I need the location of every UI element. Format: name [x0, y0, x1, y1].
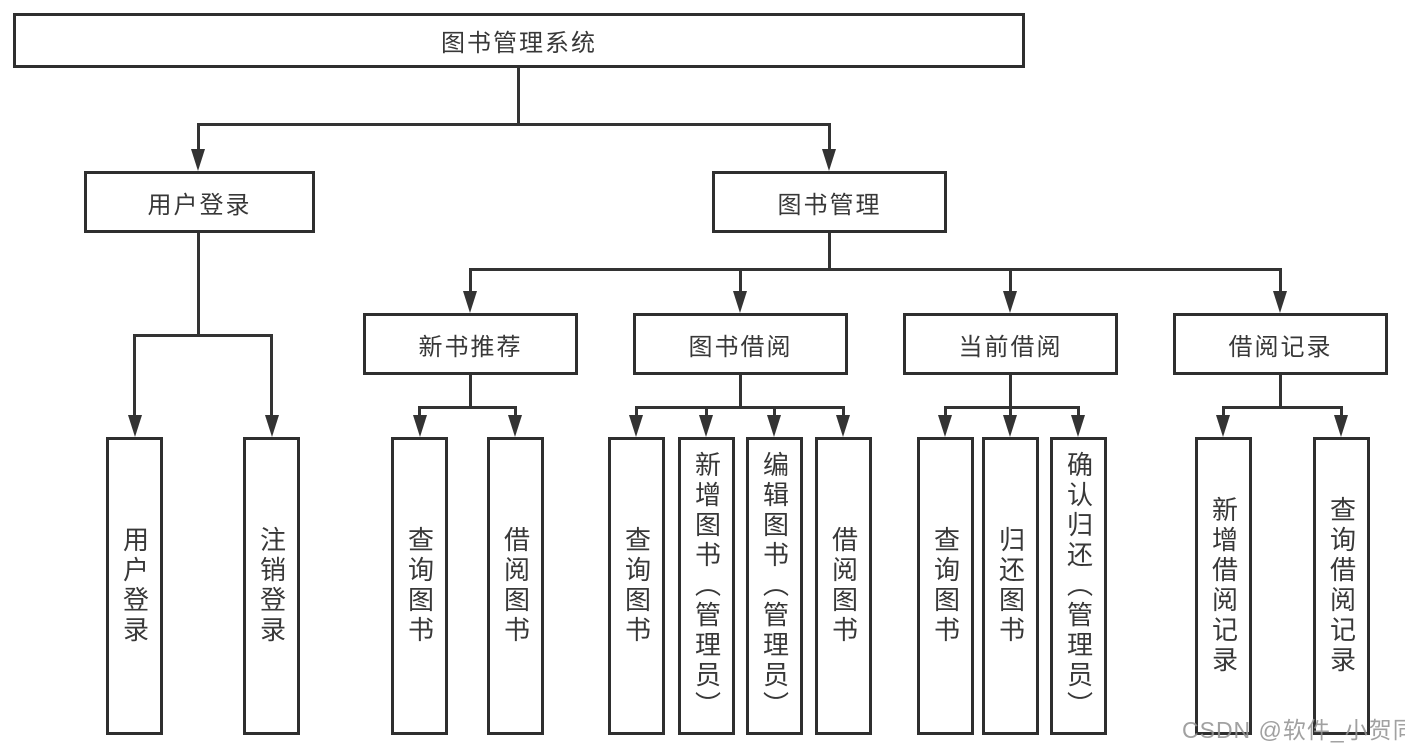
- connector-line: [944, 406, 1080, 409]
- connector-line: [828, 233, 831, 271]
- node-current-borrowing: 当前借阅: [903, 313, 1118, 375]
- arrowhead-down: [191, 149, 205, 171]
- leaf-user-login: 用户登录: [106, 437, 163, 735]
- leaf-confirm-return-admin: 确认归还（管理员）: [1050, 437, 1107, 735]
- leaf-query-books-2: 查询图书: [608, 437, 665, 735]
- connector-line: [739, 268, 742, 292]
- connector-line: [1009, 268, 1012, 292]
- connector-line: [739, 375, 742, 408]
- leaf-query-books-3: 查询图书: [917, 437, 974, 735]
- arrowhead-down: [1071, 415, 1085, 437]
- connector-line: [1009, 406, 1012, 418]
- arrowhead-down: [1003, 415, 1017, 437]
- connector-line: [469, 268, 1282, 271]
- node-borrowing-records: 借阅记录: [1173, 313, 1388, 375]
- connector-line: [705, 406, 708, 418]
- connector-line: [418, 406, 421, 418]
- arrowhead-down: [1003, 291, 1017, 313]
- connector-line: [197, 123, 831, 126]
- connector-line: [773, 406, 776, 418]
- connector-line: [1222, 406, 1225, 418]
- watermark: CSDN @软件_小贺同学: [1182, 717, 1405, 743]
- connector-line: [1077, 406, 1080, 418]
- arrowhead-down: [733, 291, 747, 313]
- connector-line: [514, 406, 517, 418]
- arrowhead-down: [128, 415, 142, 437]
- arrowhead-down: [1216, 415, 1230, 437]
- leaf-logout: 注销登录: [243, 437, 300, 735]
- arrowhead-down: [508, 415, 522, 437]
- arrowhead-down: [938, 415, 952, 437]
- connector-line: [469, 375, 472, 408]
- leaf-add-books-admin: 新增图书（管理员）: [678, 437, 735, 735]
- connector-line: [635, 406, 844, 409]
- arrowhead-down: [463, 291, 477, 313]
- arrowhead-down: [836, 415, 850, 437]
- node-root: 图书管理系统: [13, 13, 1025, 68]
- connector-line: [944, 406, 947, 418]
- connector-line: [469, 268, 472, 292]
- connector-line: [1222, 406, 1343, 409]
- node-book-management: 图书管理: [712, 171, 947, 233]
- arrowhead-down: [822, 149, 836, 171]
- connector-line: [1279, 268, 1282, 292]
- connector-line: [1340, 406, 1343, 418]
- node-book-borrowing: 图书借阅: [633, 313, 848, 375]
- arrowhead-down: [699, 415, 713, 437]
- leaf-borrow-books-1: 借阅图书: [487, 437, 544, 735]
- connector-line: [842, 406, 845, 418]
- arrowhead-down: [767, 415, 781, 437]
- leaf-return-books: 归还图书: [982, 437, 1039, 735]
- leaf-query-books-1: 查询图书: [391, 437, 448, 735]
- connector-line: [1279, 375, 1282, 408]
- connector-line: [270, 334, 273, 416]
- connector-line: [418, 406, 517, 409]
- connector-line: [517, 68, 520, 126]
- connector-line: [635, 406, 638, 418]
- connector-line: [133, 334, 136, 416]
- arrowhead-down: [265, 415, 279, 437]
- connector-line: [197, 233, 200, 336]
- connector-line: [197, 123, 200, 151]
- connector-line: [133, 334, 273, 337]
- arrowhead-down: [629, 415, 643, 437]
- connector-line: [1009, 375, 1012, 408]
- arrowhead-down: [1334, 415, 1348, 437]
- connector-line: [828, 123, 831, 151]
- arrowhead-down: [413, 415, 427, 437]
- node-new-book-recommend: 新书推荐: [363, 313, 578, 375]
- leaf-add-borrow-record: 新增借阅记录: [1195, 437, 1252, 735]
- arrowhead-down: [1273, 291, 1287, 313]
- node-user-login: 用户登录: [84, 171, 315, 233]
- leaf-edit-books-admin: 编辑图书（管理员）: [746, 437, 803, 735]
- leaf-borrow-books-2: 借阅图书: [815, 437, 872, 735]
- leaf-query-borrow-record: 查询借阅记录: [1313, 437, 1370, 735]
